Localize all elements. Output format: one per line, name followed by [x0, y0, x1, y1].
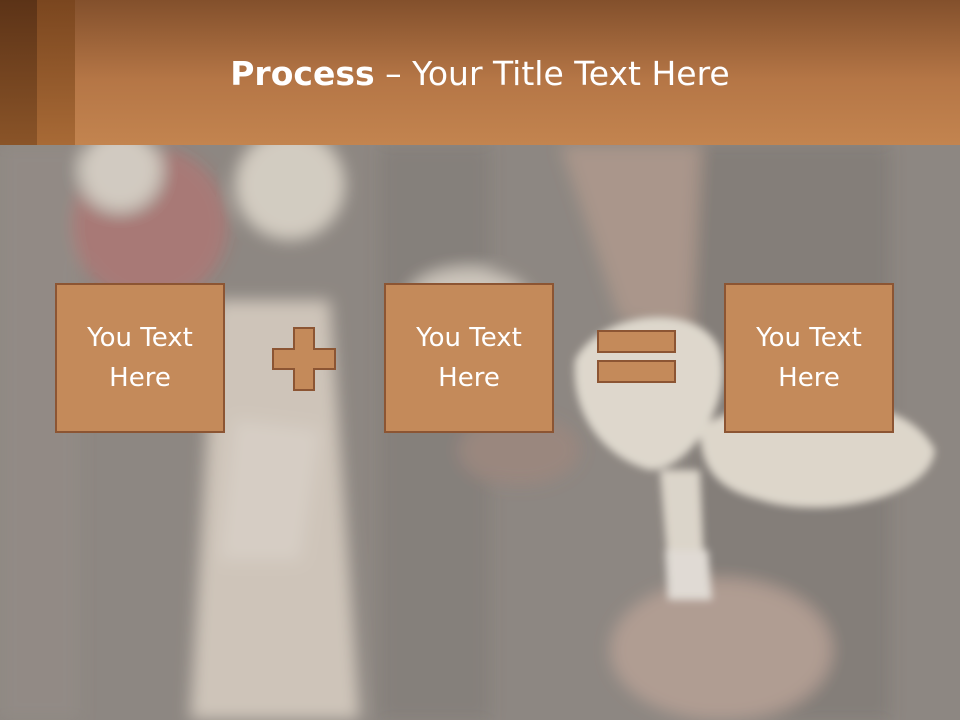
header-accent-mid [37, 0, 75, 145]
process-box-2-label: You Text Here [416, 323, 522, 393]
title-rest: – Your Title Text Here [374, 54, 730, 93]
process-box-1-label: You Text Here [87, 323, 193, 393]
title-bar [0, 0, 960, 145]
header-accent-dark [0, 0, 37, 145]
process-box-2[interactable]: You Text Here [384, 283, 554, 433]
title-bold: Process [230, 54, 375, 93]
process-box-3-label: You Text Here [756, 323, 862, 393]
process-box-1[interactable]: You Text Here [55, 283, 225, 433]
process-box-3[interactable]: You Text Here [724, 283, 894, 433]
plus-icon [272, 327, 336, 391]
equals-icon [597, 330, 676, 383]
slide-title[interactable]: Process – Your Title Text Here [75, 52, 885, 96]
